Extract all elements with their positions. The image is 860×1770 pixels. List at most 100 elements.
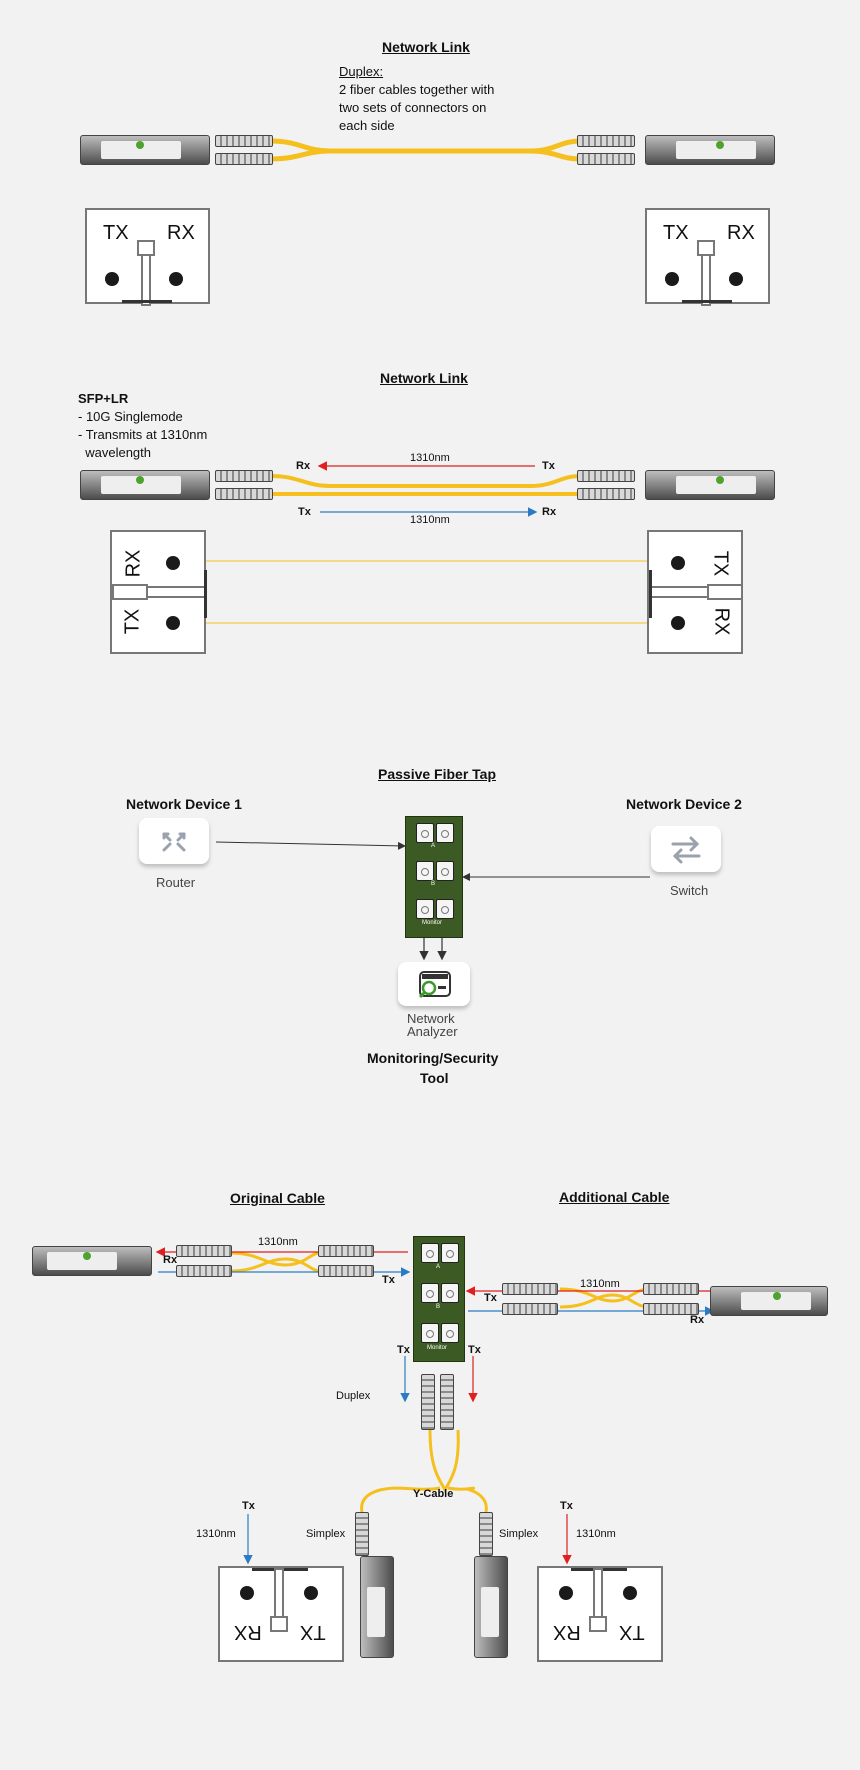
sfp-module-right [645, 470, 775, 500]
device1-title: Network Device 1 [126, 796, 242, 812]
right-simplex-label: Simplex [499, 1528, 539, 1540]
sfp-module-original [32, 1246, 152, 1276]
switch-label: Switch [670, 883, 709, 898]
original-wavelength: 1310nm [258, 1236, 298, 1248]
top-rx-label: Rx [296, 460, 311, 472]
right-wavelength: 1310nm [576, 1528, 616, 1540]
router-icon [162, 832, 186, 852]
duplex-line-2: two sets of connectors on [339, 100, 487, 115]
simplex-connector-left [355, 1512, 369, 1556]
tap-links-drawing [215, 841, 650, 961]
port-tx-label: TX [300, 1621, 326, 1643]
original-cable-title: Original Cable [230, 1190, 325, 1206]
tap-tx-left-label: Tx [397, 1344, 410, 1356]
section2-title: Network Link [380, 370, 468, 386]
router-label: Router [156, 875, 196, 890]
sfp-module-left [80, 470, 210, 500]
additional-wavelength: 1310nm [580, 1278, 620, 1290]
sfp-line-2: - Transmits at 1310nm [78, 427, 208, 442]
sfp-port-right: TX RX [645, 208, 770, 306]
analyzer-label-2: Analyzer [407, 1024, 458, 1039]
switch-device [651, 826, 721, 872]
analyzer-label-1: Network [407, 1011, 455, 1026]
tap-label-a: A [436, 1264, 441, 1270]
bottom-rx-label: Rx [542, 506, 557, 518]
port-rx-label: RX [553, 1621, 581, 1643]
sfp-module-left [80, 135, 210, 165]
tool-label-1: Monitoring/Security [367, 1050, 499, 1066]
connector-left-bottom [215, 488, 273, 500]
simplex-connector-right [479, 1512, 493, 1556]
original-rx-label: Rx [163, 1254, 178, 1266]
y-cable-label: Y-Cable [413, 1488, 454, 1500]
port-tx-label: TX [619, 1621, 645, 1643]
additional-cable-title: Additional Cable [559, 1189, 670, 1205]
duplex-cable-drawing [269, 138, 581, 162]
tool-label-2: Tool [420, 1070, 449, 1086]
tap-label-b: B [431, 881, 436, 887]
connector-left-top [215, 135, 273, 147]
left-simplex-label: Simplex [306, 1528, 346, 1540]
connector-left-top [215, 470, 273, 482]
duplex-connector-left [421, 1374, 435, 1430]
sfp-line-3: wavelength [78, 445, 151, 460]
connector-original-left-bottom [176, 1265, 232, 1277]
tap-label-b: B [436, 1304, 441, 1310]
top-wavelength: 1310nm [410, 452, 450, 464]
sfp-port-left-rotated: RX TX [110, 530, 207, 654]
sfp-port-bottom-right: RX TX [537, 1566, 663, 1662]
right-tx-label: Tx [560, 1500, 573, 1512]
original-tx-label: Tx [382, 1274, 395, 1286]
port-rx-label: RX [167, 222, 195, 244]
sfp-module-additional [710, 1286, 828, 1316]
left-tx-label: Tx [242, 1500, 255, 1512]
connector-original-left-top [176, 1245, 232, 1257]
duplex-line-1: 2 fiber cables together with [339, 82, 495, 97]
tap-label-a: A [431, 843, 436, 849]
connector-left-bottom [215, 153, 273, 165]
port-tx-label: TX [663, 222, 689, 244]
connector-additional-left-top [502, 1283, 558, 1295]
network-analyzer-device [398, 962, 470, 1006]
duplex-label: Duplex [336, 1390, 371, 1402]
sfp-module-vertical-left [360, 1556, 394, 1658]
sfp-module-vertical-right [474, 1556, 508, 1658]
connector-right-top [577, 135, 635, 147]
connector-right-top [577, 470, 635, 482]
connector-additional-right-top [643, 1283, 699, 1295]
sfp-module-right [645, 135, 775, 165]
sfp-port-bottom-left: RX TX [218, 1566, 344, 1662]
tap-tx-right-label: Tx [468, 1344, 481, 1356]
left-wavelength: 1310nm [196, 1528, 236, 1540]
section3-title: Passive Fiber Tap [378, 766, 497, 782]
connector-original-right-top [318, 1245, 374, 1257]
duplex-line-3: each side [339, 118, 395, 133]
connector-additional-left-bottom [502, 1303, 558, 1315]
link-cable-drawing [196, 461, 664, 624]
duplex-connector-right [440, 1374, 454, 1430]
top-tx-label: Tx [542, 460, 555, 472]
port-rx-label: RX [234, 1621, 262, 1643]
passive-fiber-tap-monitor: A B Monitor [413, 1236, 465, 1362]
router-device [139, 818, 209, 864]
duplex-heading: Duplex: [339, 64, 384, 79]
switch-icon [671, 836, 701, 864]
sfp-port-right-rotated: TX RX [647, 530, 743, 654]
bottom-wavelength: 1310nm [410, 514, 450, 526]
connector-additional-right-bottom [643, 1303, 699, 1315]
tap-label-monitor: Monitor [422, 920, 443, 926]
connector-right-bottom [577, 488, 635, 500]
bottom-tx-label: Tx [298, 506, 311, 518]
analyzer-icon [418, 971, 451, 999]
tap-label-monitor: Monitor [427, 1345, 448, 1351]
port-tx-label: TX [103, 222, 129, 244]
additional-tx-label: Tx [484, 1292, 497, 1304]
sfp-heading: SFP+LR [78, 391, 129, 406]
additional-rx-label: Rx [690, 1314, 705, 1326]
connector-original-right-bottom [318, 1265, 374, 1277]
sfp-port-left: TX RX [85, 208, 210, 306]
connector-right-bottom [577, 153, 635, 165]
port-rx-label: RX [727, 222, 755, 244]
device2-title: Network Device 2 [626, 796, 742, 812]
